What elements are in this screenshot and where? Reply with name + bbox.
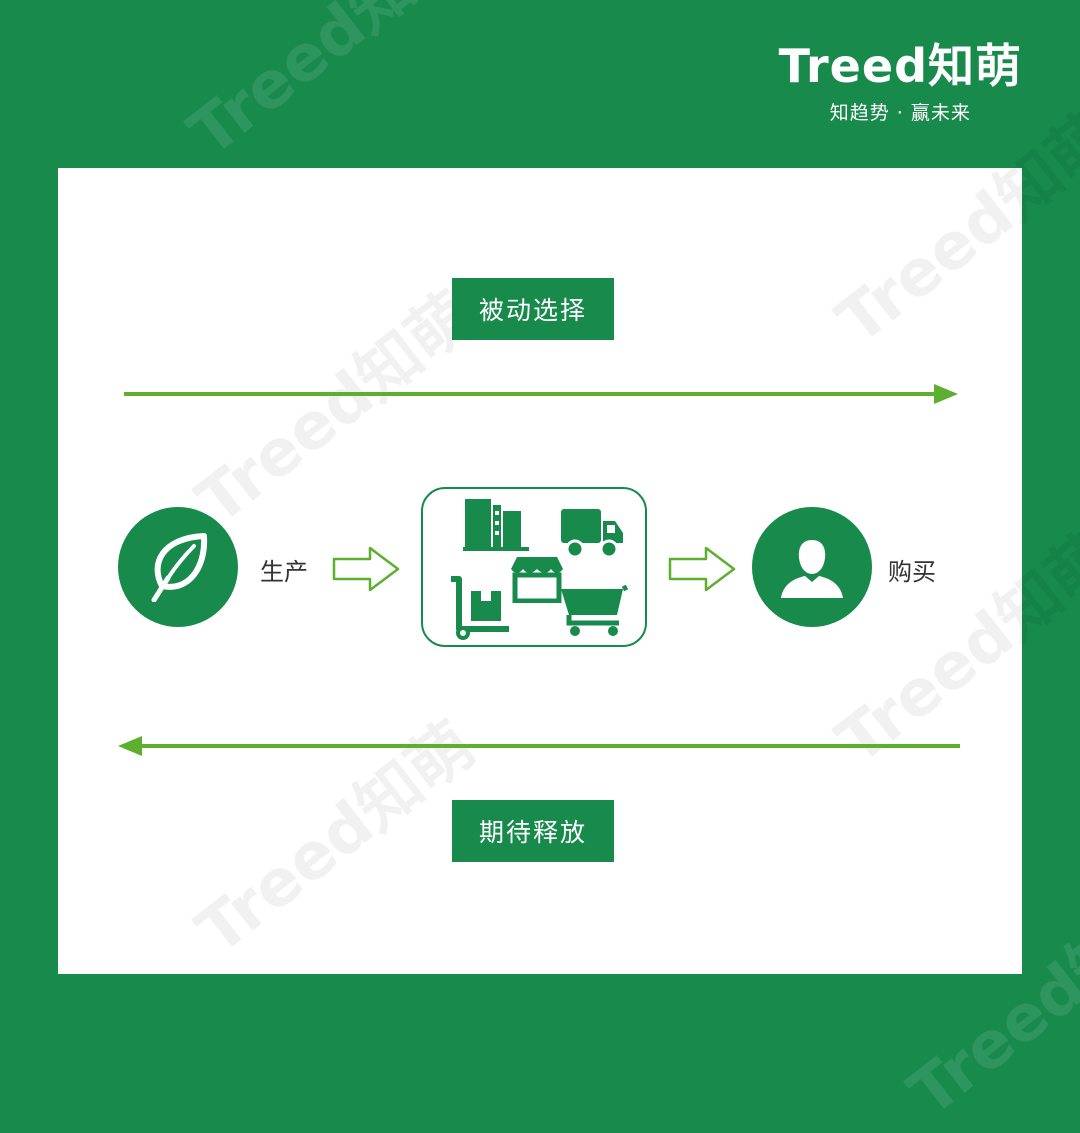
backward-arrow-head: [118, 736, 142, 756]
bottom-label: 期待释放: [452, 800, 614, 862]
consumer-node: [752, 507, 872, 627]
watermark: Treed知萌: [823, 98, 1080, 360]
shopping-cart-icon: [561, 585, 629, 636]
hand-truck-icon: [451, 576, 509, 640]
flow-arrow-1: [332, 546, 400, 592]
consumer-label: 购买: [888, 558, 936, 586]
leaf-icon: [151, 533, 208, 602]
channel-box: [421, 487, 647, 647]
backward-arrow-line: [138, 744, 960, 748]
watermark: Treed知萌: [175, 0, 481, 172]
factory-icon: [463, 499, 529, 551]
top-label: 被动选择: [452, 278, 614, 340]
forward-arrow-line: [124, 392, 940, 396]
brand-slogan: 知趋势 · 赢未来: [829, 102, 971, 124]
watermark: Treed知萌: [183, 708, 489, 970]
brand-logo: Treed知萌: [778, 39, 1022, 93]
forward-arrow-head: [934, 384, 958, 404]
diagram-panel: Treed知萌 Treed知萌 Treed知萌 Treed知萌 被动选择 生产: [58, 98, 1080, 974]
producer-node: [118, 507, 238, 627]
store-icon: [511, 557, 563, 603]
truck-icon: [561, 509, 623, 559]
producer-label: 生产: [260, 558, 308, 586]
flow-arrow-2: [668, 546, 736, 592]
brand: Treed知萌 知趋势 · 赢未来: [779, 38, 1022, 125]
person-icon: [781, 540, 843, 598]
